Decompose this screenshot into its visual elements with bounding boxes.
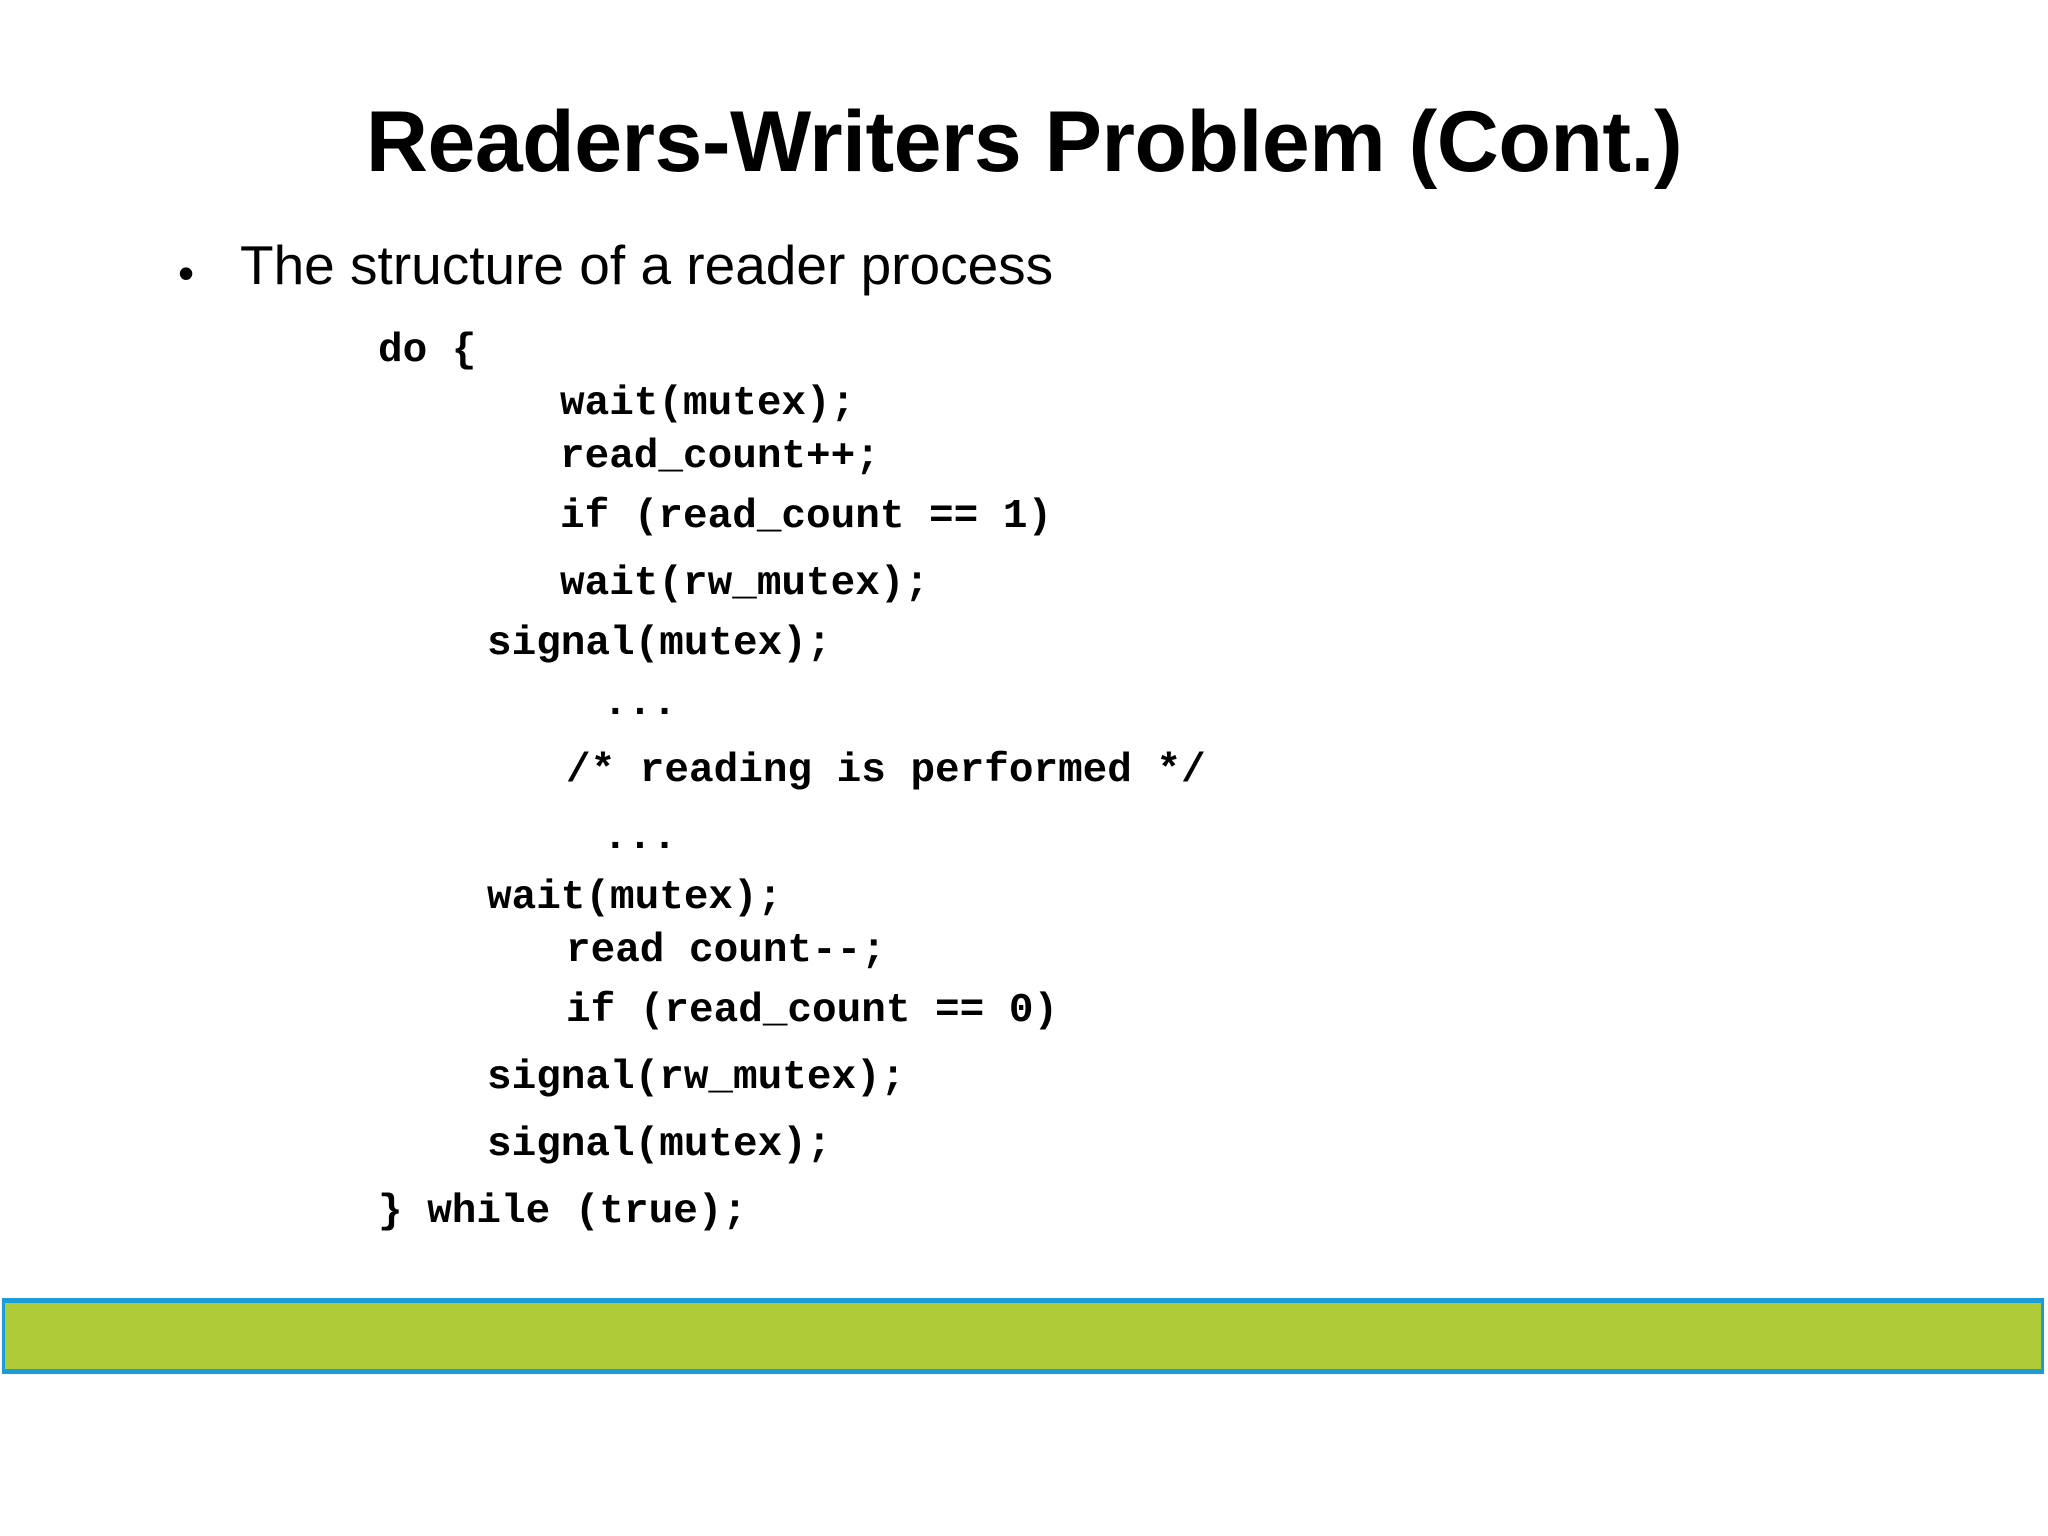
code-line: if (read_count == 0): [566, 988, 1059, 1034]
code-line: wait(rw_mutex);: [560, 561, 930, 607]
bottom-accent-bar: [2, 1298, 2044, 1374]
code-line: signal(mutex);: [487, 1122, 832, 1168]
page-title: Readers-Writers Problem (Cont.): [365, 93, 1683, 190]
code-line: if (read_count == 1): [560, 494, 1053, 540]
code-line: wait(mutex);: [560, 381, 856, 427]
code-line: read_count++;: [560, 434, 880, 480]
code-line: wait(mutex);: [487, 875, 783, 921]
bullet-item-label: The structure of a reader process: [240, 234, 1054, 296]
code-line: ...: [603, 681, 677, 727]
code-block: do { wait(mutex); read_count++;if (read_co…: [0, 325, 2048, 1246]
code-line: signal(mutex);: [487, 621, 832, 667]
bullet-item: • The structure of a reader process: [178, 234, 1054, 299]
bullet-marker-icon: •: [178, 247, 195, 299]
code-line: /* reading is performed */: [566, 748, 1206, 794]
code-line: ...: [603, 815, 677, 861]
code-line: signal(rw_mutex);: [487, 1055, 906, 1101]
code-line: read count--;: [566, 928, 886, 974]
code-line: do {: [378, 328, 477, 374]
code-line: } while (true);: [378, 1189, 748, 1235]
